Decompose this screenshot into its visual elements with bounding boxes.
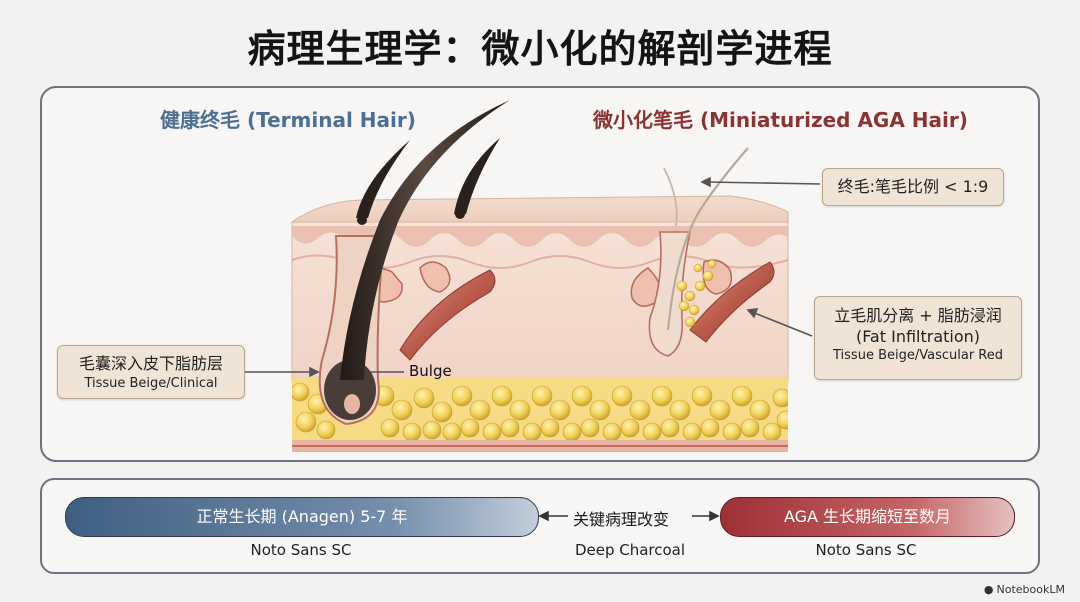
middle-caption: Deep Charcoal: [545, 541, 715, 559]
right-pill-caption: Noto Sans SC: [766, 541, 966, 559]
bulge-label: Bulge: [409, 362, 452, 380]
follicle-depth-label-title: 毛囊深入皮下脂肪层: [58, 350, 244, 374]
notebooklm-watermark: ●NotebookLM: [984, 583, 1068, 596]
erector-label-title: 立毛肌分离 + 脂肪浸润: [815, 302, 1021, 326]
left-pill-caption: Noto Sans SC: [201, 541, 401, 559]
key-change-label: 关键病理改变: [573, 506, 669, 530]
watermark-text: NotebookLM: [997, 583, 1065, 596]
ratio-label: 终毛:笔毛比例 < 1:9: [822, 168, 1004, 206]
follicle-depth-label: 毛囊深入皮下脂肪层 Tissue Beige/Clinical: [57, 345, 245, 399]
notebooklm-logo-icon: ●: [984, 583, 994, 596]
erector-detachment-label: 立毛肌分离 + 脂肪浸润 (Fat Infiltration) Tissue B…: [814, 296, 1022, 380]
follicle-depth-label-note: Tissue Beige/Clinical: [58, 376, 244, 391]
erector-label-note: Tissue Beige/Vascular Red: [815, 348, 1021, 363]
erector-label-subtitle: (Fat Infiltration): [815, 327, 1021, 346]
aga-anagen-pill: AGA 生长期缩短至数月: [720, 497, 1015, 537]
miniaturized-hair-heading: 微小化笔毛 (Miniaturized AGA Hair): [593, 104, 968, 133]
normal-anagen-pill: 正常生长期 (Anagen) 5-7 年: [65, 497, 539, 537]
terminal-hair-heading: 健康终毛 (Terminal Hair): [160, 104, 416, 133]
